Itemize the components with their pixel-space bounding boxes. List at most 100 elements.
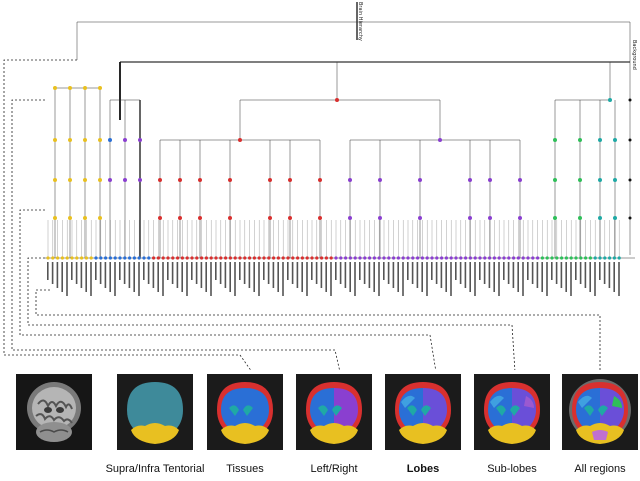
tree-node xyxy=(219,256,223,260)
tree-node xyxy=(613,138,617,142)
tree-node xyxy=(449,256,453,260)
tree-node xyxy=(68,86,72,90)
leaf-label-placeholder xyxy=(147,262,150,284)
tree-node xyxy=(142,256,146,260)
leaf-label-placeholder xyxy=(474,262,476,296)
tree-node xyxy=(176,256,180,260)
leaf-label-placeholder xyxy=(383,262,385,280)
tree-node xyxy=(198,178,202,182)
leaf-label-placeholder xyxy=(325,262,327,292)
tree-node xyxy=(628,178,632,182)
panel-connectors xyxy=(3,59,601,370)
tree-node xyxy=(593,256,597,260)
caption-sub-lobes: Sub-lobes xyxy=(487,463,537,475)
leaf-label-placeholder xyxy=(368,262,371,288)
leaf-label-placeholder xyxy=(320,262,323,288)
tree-edges xyxy=(45,2,635,259)
tree-node xyxy=(377,256,381,260)
tree-node xyxy=(209,256,213,260)
leaf-label-placeholder xyxy=(253,262,255,292)
leaf-label-placeholder xyxy=(431,262,433,280)
tree-node xyxy=(603,256,607,260)
tree-node xyxy=(68,138,72,142)
tree-node xyxy=(459,256,463,260)
tree-node xyxy=(553,138,557,142)
leaf-label-placeholder xyxy=(464,262,467,288)
dashed-connector xyxy=(27,257,516,370)
dashed-connector xyxy=(11,99,340,370)
root-label: Brain Hierarchy xyxy=(357,2,363,41)
leaf-label-placeholder xyxy=(570,262,572,296)
tree-node xyxy=(68,178,72,182)
tree-node xyxy=(578,216,582,220)
tree-node xyxy=(320,256,324,260)
leaf-label-placeholder xyxy=(71,262,73,280)
leaf-label-placeholder xyxy=(258,262,260,296)
leaf-label-placeholder xyxy=(272,262,275,288)
tree-node xyxy=(98,178,102,182)
tree-node xyxy=(178,216,182,220)
tree-node xyxy=(98,86,102,90)
leaf-label-placeholder xyxy=(541,262,543,292)
leaf-label-placeholder xyxy=(594,262,596,296)
leaf-label-placeholder xyxy=(200,262,203,288)
tree-node xyxy=(598,138,602,142)
tree-node xyxy=(70,256,74,260)
tree-node xyxy=(608,98,612,102)
leaf-label-placeholder xyxy=(330,262,332,296)
tree-node xyxy=(553,216,557,220)
tree-node xyxy=(438,138,442,142)
leaf-label-placeholder xyxy=(531,262,534,284)
tree-node xyxy=(628,138,632,142)
tree-node xyxy=(578,138,582,142)
tree-node xyxy=(128,256,132,260)
tree-node xyxy=(98,216,102,220)
panel-tissues xyxy=(207,374,283,450)
tree-node xyxy=(171,256,175,260)
tree-node xyxy=(108,178,112,182)
tree-node xyxy=(392,256,396,260)
tree-node xyxy=(84,256,88,260)
tree-node xyxy=(348,216,352,220)
tree-node xyxy=(335,98,339,102)
tree-node xyxy=(492,256,496,260)
caption-left-right: Left/Right xyxy=(310,463,358,475)
tree-node xyxy=(262,256,266,260)
leaf-label-placeholder xyxy=(167,262,169,280)
leaf-label-placeholder xyxy=(440,262,443,288)
tree-node xyxy=(348,256,352,260)
tree-node xyxy=(268,216,272,220)
tree-node xyxy=(248,256,252,260)
tree-node xyxy=(118,256,122,260)
tree-node xyxy=(89,256,93,260)
leaf-label-placeholder xyxy=(488,262,491,288)
tree-node xyxy=(511,256,516,260)
leaf-label-placeholder xyxy=(536,262,539,288)
leaf-label-placeholder xyxy=(119,262,121,280)
tree-node xyxy=(75,256,79,260)
tree-node xyxy=(138,138,142,142)
tree-node xyxy=(51,256,55,260)
leaf-label-placeholder xyxy=(75,262,78,284)
tree-node xyxy=(425,256,429,260)
tree-node xyxy=(83,138,87,142)
tree-node xyxy=(518,178,522,182)
tree-node xyxy=(324,256,328,260)
leaf-label-placeholder xyxy=(397,262,399,292)
leaf-label-placeholder xyxy=(157,262,159,292)
tree-node xyxy=(478,256,482,260)
tree-node xyxy=(334,256,338,260)
leaf-label-placeholder xyxy=(219,262,222,284)
tree-node xyxy=(358,256,362,260)
tree-node xyxy=(344,256,348,260)
caption-all-regions: All regions xyxy=(574,463,626,475)
leaf-label-placeholder xyxy=(61,262,63,292)
leaf-label-placeholder xyxy=(402,262,404,296)
tree-node xyxy=(454,256,458,260)
tree-node xyxy=(252,256,256,260)
leaf-label-placeholder xyxy=(378,262,380,296)
leaf-label-placeholder xyxy=(445,262,447,292)
tree-node xyxy=(281,256,285,260)
leaf-label-placeholder xyxy=(584,262,587,288)
leaf-label-placeholder xyxy=(263,262,265,280)
